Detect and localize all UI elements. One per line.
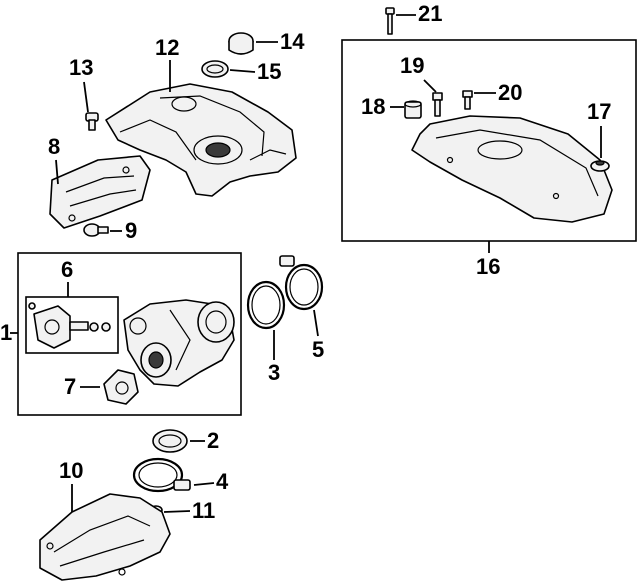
part-20-stud: [462, 90, 473, 110]
callout-14[interactable]: 14: [280, 29, 305, 54]
part-9-bolt: [83, 223, 109, 237]
callout-4[interactable]: 4: [216, 469, 229, 494]
callout-17[interactable]: 17: [587, 99, 612, 124]
group-box-6: [25, 296, 119, 354]
part-18-sleeve: [404, 100, 422, 119]
part-14-cap: [228, 32, 254, 55]
callout-15[interactable]: 15: [257, 59, 282, 84]
callout-13[interactable]: 13: [69, 55, 94, 80]
part-8-bracket: [49, 155, 151, 229]
part-17-grommet: [590, 160, 610, 172]
callout-1[interactable]: 1: [0, 320, 13, 345]
leader-lines: [10, 14, 602, 513]
part-3-oring: [246, 280, 286, 330]
callout-16[interactable]: 16: [476, 254, 501, 279]
callout-12[interactable]: 12: [155, 35, 180, 60]
callout-9[interactable]: 9: [125, 218, 138, 243]
callout-18[interactable]: 18: [361, 94, 386, 119]
callout-6[interactable]: 6: [61, 257, 74, 282]
part-13-bolt: [85, 112, 99, 131]
part-12-manifold: [105, 83, 297, 197]
group-box-1: [17, 252, 242, 416]
part-16-engine-cover: [411, 115, 613, 223]
callout-10[interactable]: 10: [59, 458, 84, 483]
part-21-bolt: [385, 7, 395, 35]
part-19-stud: [432, 92, 443, 117]
part-10-heat-shield: [39, 493, 171, 581]
callout-11[interactable]: 11: [192, 498, 216, 523]
part-4-clamp: [132, 457, 191, 493]
callout-8[interactable]: 8: [48, 134, 61, 159]
part-2-seal: [152, 429, 188, 453]
callout-19[interactable]: 19: [400, 53, 425, 78]
callout-7[interactable]: 7: [64, 374, 77, 399]
part-7-actuator: [103, 369, 139, 405]
callout-5[interactable]: 5: [312, 337, 325, 362]
callout-20[interactable]: 20: [498, 80, 523, 105]
part-6-actuator: [28, 302, 111, 349]
part-1-turbocharger: [123, 299, 235, 387]
callout-2[interactable]: 2: [207, 428, 220, 453]
part-5-clamp: [279, 255, 324, 311]
callout-21[interactable]: 21: [418, 1, 443, 26]
callout-3[interactable]: 3: [268, 360, 281, 385]
part-15-seal: [201, 60, 229, 78]
